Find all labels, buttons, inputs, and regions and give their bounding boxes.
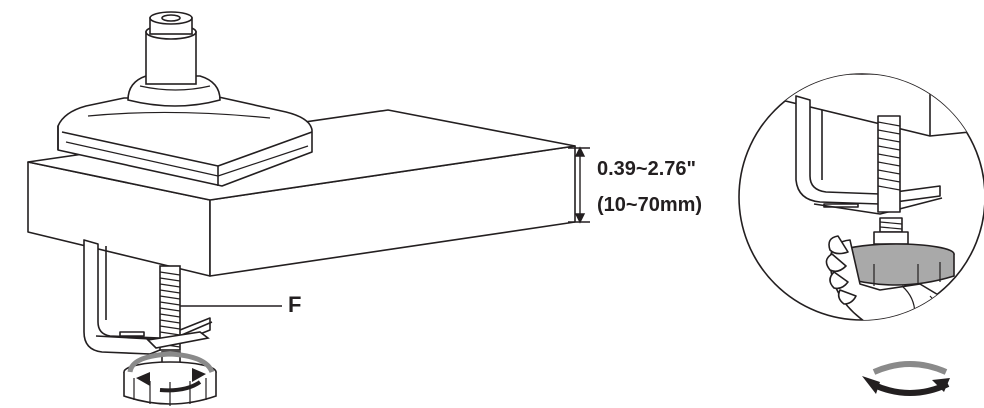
mounting-base: [57, 95, 313, 187]
zoom-detail-view: [738, 73, 984, 321]
thickness-range-mm: (10~70mm): [597, 194, 703, 216]
pole-socket: [127, 11, 221, 107]
thickness-range-inches: 0.39~2.76": [597, 158, 697, 180]
zoom-clamp-arm: [795, 95, 941, 205]
part-label-f: F: [288, 292, 302, 317]
rotate-clockwise-arrow-icon: [127, 351, 215, 393]
pressure-plate: [146, 331, 210, 349]
zoom-rotate-arrow-icon: [862, 361, 950, 396]
thickness-dimension: [568, 146, 590, 224]
threaded-screw-rod: [159, 265, 181, 351]
c-clamp-arm: [83, 239, 213, 355]
